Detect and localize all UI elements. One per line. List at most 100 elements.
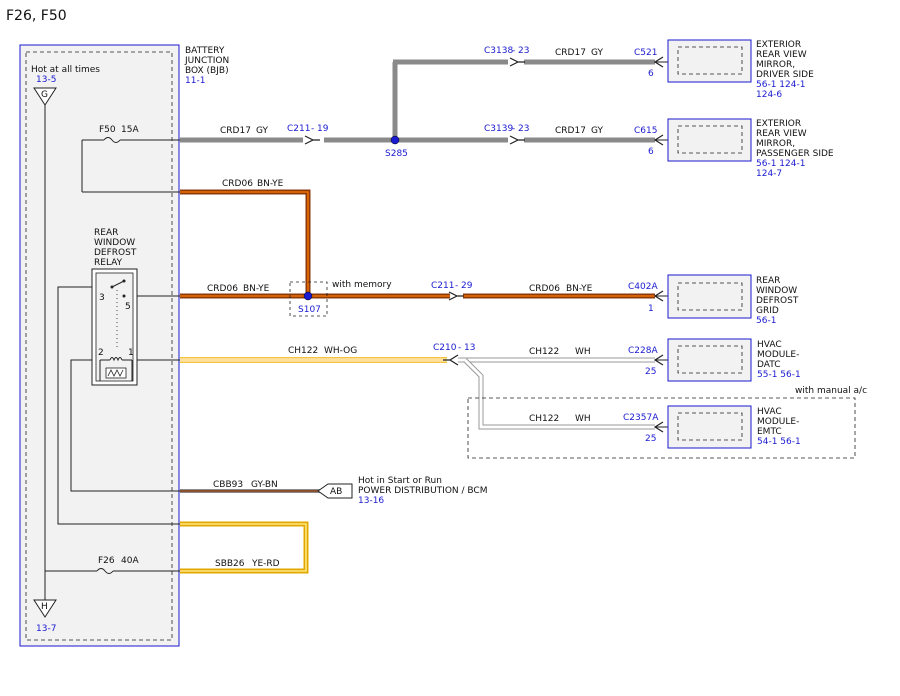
bjb-ref: 11-1 <box>185 76 205 86</box>
hvac-emtc-component <box>667 405 752 449</box>
wire-ch122-code: CH122 <box>288 346 318 356</box>
wire-ch122-emtc-color: WH <box>575 414 591 424</box>
wire-ch122-datc-code: CH122 <box>529 347 559 357</box>
wire-sbb26-color: YE-RD <box>251 559 280 569</box>
c211-19-label: C211 <box>287 124 310 134</box>
power-dist-line-2: POWER DISTRIBUTION / BCM <box>358 486 487 496</box>
c3139-arrow-icon <box>509 135 525 145</box>
mirror-pass-ref-1: 56-1 124-1 <box>756 159 805 169</box>
c402a-pin: 1 <box>648 304 654 314</box>
wire-sbb26-code: SBB26 <box>215 559 245 569</box>
c3138-pin: 23 <box>518 46 529 56</box>
c3138-label: C3138 <box>484 46 513 56</box>
splice-s107-label: S107 <box>298 305 321 315</box>
hot-at-all-times-label: Hot at all times <box>31 65 100 75</box>
wire-crd17-main <box>180 59 655 143</box>
c3138-dash: - <box>512 46 515 56</box>
splice-s285-label: S285 <box>385 149 408 159</box>
splice-s107-box <box>289 281 328 317</box>
mirror-pass-ref-2: 124-7 <box>756 169 782 179</box>
terminal-h-label: H <box>41 602 48 612</box>
c3139-dash: - <box>512 124 515 134</box>
mirror-pass-line-2: REAR VIEW <box>756 129 807 139</box>
mirror-driver-line-1: EXTERIOR <box>756 40 801 50</box>
power-dist-line-1: Hot in Start or Run <box>358 476 442 486</box>
hvac-emtc-line-3: EMTC <box>757 427 782 437</box>
c2357a-label: C2357A <box>623 413 659 423</box>
hvac-datc-line-3: DATC <box>757 360 780 370</box>
c615-label: C615 <box>634 126 657 136</box>
hvac-emtc-line-1: HVAC <box>757 407 782 417</box>
wire-crd17-pass-code: CRD17 <box>555 126 586 136</box>
c3139-label: C3139 <box>484 124 513 134</box>
with-memory-label: with memory <box>332 280 392 290</box>
c211-19-dash: - <box>311 124 314 134</box>
hvac-datc-ref: 55-1 56-1 <box>757 370 801 380</box>
c3138-arrow-icon <box>509 57 525 67</box>
c2357a-pin: 25 <box>645 434 656 444</box>
terminal-ab <box>317 483 353 499</box>
defrost-grid-ref: 56-1 <box>756 316 776 326</box>
hvac-datc-line-1: HVAC <box>757 340 782 350</box>
hvac-emtc-ref: 54-1 56-1 <box>757 437 801 447</box>
c210-dash: - <box>458 343 461 353</box>
c3139-pin: 23 <box>518 124 529 134</box>
fuse-f26-amp: 40A <box>121 556 139 566</box>
c211-19-pin: 19 <box>317 124 329 134</box>
wire-crd17-driver-code: CRD17 <box>555 48 586 58</box>
fuse-f50-label: F50 <box>99 125 116 135</box>
c211-29-label: C211 <box>431 281 454 291</box>
terminal-g-label: G <box>41 90 48 100</box>
terminal-h <box>33 599 57 618</box>
wire-crd17-driver-color: GY <box>591 48 604 58</box>
hvac-datc-line-2: MODULE- <box>757 350 799 360</box>
c521-label: C521 <box>634 48 657 58</box>
wire-crd06-feed-code: CRD06 <box>222 179 253 189</box>
mirror-pass-line-1: EXTERIOR <box>756 119 801 129</box>
power-dist-ref: 13-16 <box>358 496 384 506</box>
fuse-f50-amp: 15A <box>121 125 139 135</box>
relay-pin2-lead <box>70 359 180 492</box>
hvac-emtc-line-2: MODULE- <box>757 417 799 427</box>
mirror-driver-line-2: REAR VIEW <box>756 50 807 60</box>
wire-ch122-wh-emtc <box>463 358 655 430</box>
wire-crd06-feed-color: BN-YE <box>257 179 284 189</box>
fuse-f26-label: F26 <box>98 556 115 566</box>
relay-name-line-3: DEFROST <box>94 248 137 258</box>
defrost-grid-line-3: DEFROST <box>756 296 799 306</box>
relay-name-line-2: WINDOW <box>94 238 135 248</box>
mirror-pass-line-4: PASSENGER SIDE <box>756 149 834 159</box>
page-title: F26, F50 <box>6 8 67 24</box>
wire-ch122-color: WH-OG <box>324 346 357 356</box>
relay-coil-icon <box>99 357 133 381</box>
wire-crd17-code: CRD17 <box>220 126 251 136</box>
wire-cbb93-code: CBB93 <box>213 480 243 490</box>
c210-pin: 13 <box>464 343 475 353</box>
terminal-ab-label: AB <box>330 487 342 497</box>
wire-ch122-wh-og <box>180 357 447 363</box>
bjb-name-line-2: JUNCTION <box>184 56 229 66</box>
c615-pin: 6 <box>648 147 654 157</box>
defrost-grid-line-2: WINDOW <box>756 286 797 296</box>
fuse-f26-icon <box>96 568 114 574</box>
mirror-pass-line-3: MIRROR, <box>756 139 795 149</box>
mirror-driver-ref-2: 124-6 <box>756 90 782 100</box>
bjb-name-line-3: BOX (BJB) <box>185 66 229 76</box>
wire-cbb93-color: GY-BN <box>251 480 278 490</box>
c228a-pin: 25 <box>645 367 656 377</box>
c211-29-arrow-icon <box>448 291 464 301</box>
defrost-grid-line-1: REAR <box>756 276 780 286</box>
c211-29-pin: 29 <box>461 281 473 291</box>
c402a-label: C402A <box>628 282 658 292</box>
hvac-datc-component <box>667 338 752 382</box>
splice-s107 <box>303 291 313 301</box>
bottom-ref: 13-7 <box>36 624 56 634</box>
c211-19-arrow-icon <box>304 135 320 145</box>
c211-29-dash: - <box>455 281 458 291</box>
wire-ch122-emtc-code: CH122 <box>529 414 559 424</box>
hot-ref: 13-5 <box>36 75 56 85</box>
wire-crd06-right-code: CRD06 <box>529 284 560 294</box>
mirror-driver-ref-1: 56-1 124-1 <box>756 80 805 90</box>
fuse-f50-icon <box>103 137 121 143</box>
relay-pin-1: 1 <box>128 348 134 358</box>
